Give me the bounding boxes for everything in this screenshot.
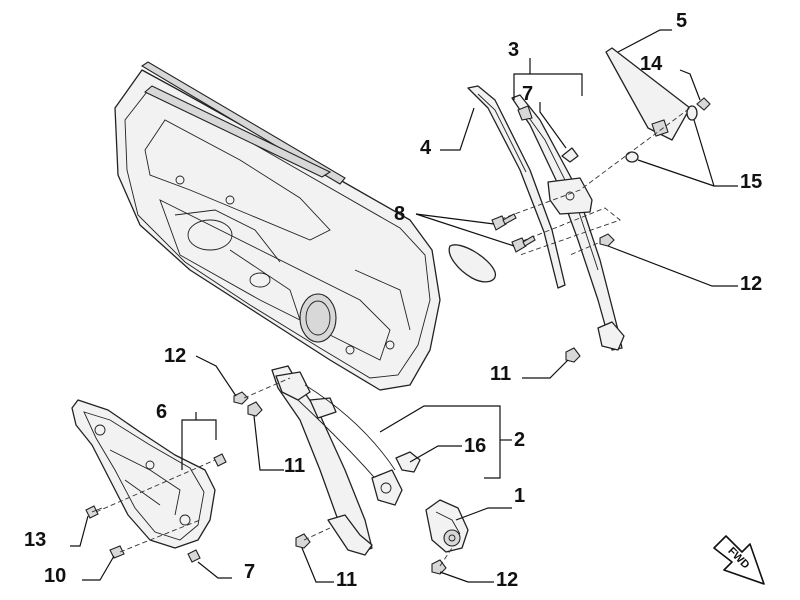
grommet-14 <box>696 97 711 111</box>
trim-carrier-6 <box>71 399 227 549</box>
screw-13 <box>85 505 103 519</box>
callout-13: 13 <box>24 529 46 551</box>
window-regulator-2 <box>271 365 403 556</box>
quarter-glass-5 <box>605 47 691 141</box>
rear-channel-3 <box>511 94 625 351</box>
screw-10 <box>109 545 125 559</box>
insert-8 <box>561 147 579 163</box>
clip-7 <box>187 549 201 563</box>
nut-12-bottom <box>431 559 447 575</box>
callout-4: 4 <box>420 137 432 159</box>
bolts-9 <box>491 213 536 253</box>
callout-9: 8 <box>394 203 405 225</box>
nut-11-bottom <box>295 533 311 549</box>
callout-10: 10 <box>44 565 66 587</box>
callout-11-upper: 11 <box>490 363 511 385</box>
grommets-15 <box>625 105 698 163</box>
cable-clip-16 <box>395 451 421 473</box>
nut-11-left <box>247 401 263 417</box>
callout-2: 2 <box>514 429 525 451</box>
nut-11-upper <box>565 347 581 363</box>
callout-14: 14 <box>640 53 663 75</box>
callout-11-left: 11 <box>284 455 305 477</box>
nut-12-upper <box>599 233 615 247</box>
nut-12-left <box>233 391 249 405</box>
callout-16: 16 <box>464 435 486 457</box>
callout-7: 7 <box>244 561 255 583</box>
callout-12-upper: 12 <box>740 273 762 295</box>
oval-seal <box>448 244 497 283</box>
door-panel <box>114 61 441 391</box>
regulator-motor-1 <box>425 499 469 553</box>
leader-lines <box>70 29 738 583</box>
callout-5: 5 <box>676 10 687 32</box>
callout-1: 1 <box>514 485 525 507</box>
callout-8: 7 <box>522 83 533 105</box>
callout-6: 6 <box>156 401 167 423</box>
forward-direction-arrow-icon: FWD <box>713 535 765 585</box>
front-channel-4 <box>467 85 566 289</box>
callout-11-bottom: 11 <box>336 569 357 591</box>
callout-12-bottom: 12 <box>496 569 518 591</box>
callout-3: 3 <box>508 39 519 61</box>
callout-12-left: 12 <box>164 345 186 367</box>
callout-15: 15 <box>740 171 762 193</box>
